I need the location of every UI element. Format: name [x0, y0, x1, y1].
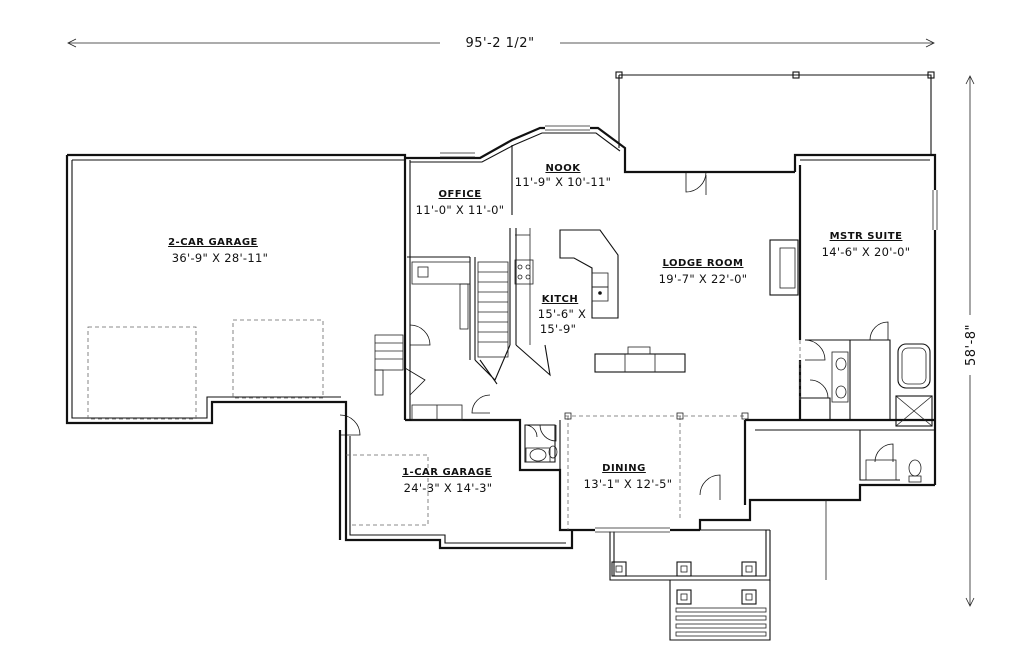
room-labels: 2-CAR GARAGE 36'-9" X 28'-11" OFFICE 11'… — [168, 163, 910, 495]
room-size-nook: 11'-9" X 10'-11" — [515, 175, 611, 189]
exterior-walls — [65, 71, 937, 550]
stairs — [374, 261, 509, 396]
width-dimension: 95'-2 1/2" — [67, 34, 935, 51]
room-name-lodge-room: LODGE ROOM — [663, 258, 744, 269]
interior-walls — [407, 145, 935, 481]
room-name-office: OFFICE — [438, 189, 481, 200]
depth-dimension: 58'-8" — [961, 75, 979, 607]
room-size-dining: 13'-1" X 12'-5" — [584, 477, 673, 491]
room-size-office: 11'-0" X 11'-0" — [416, 203, 505, 217]
room-size-mstr-suite: 14'-6" X 20'-0" — [822, 245, 911, 259]
powder-room-fixtures — [525, 445, 558, 463]
room-name-2-car-garage: 2-CAR GARAGE — [168, 237, 258, 248]
room-size-kitch-1: 15'-6" X — [538, 307, 586, 321]
room-name-mstr-suite: MSTR SUITE — [830, 231, 903, 242]
room-size-kitch-2: 15'-9" — [540, 322, 576, 336]
room-name-dining: DINING — [602, 463, 646, 474]
master-bath-fixtures — [831, 343, 933, 483]
room-name-1-car-garage: 1-CAR GARAGE — [402, 467, 492, 478]
front-porch — [564, 412, 827, 641]
fireplace — [769, 239, 799, 296]
doors — [339, 171, 894, 500]
room-size-1-car-garage: 24'-3" X 14'-3" — [404, 481, 493, 495]
overall-depth-label: 58'-8" — [964, 324, 979, 366]
overall-width-label: 95'-2 1/2" — [465, 36, 534, 51]
dashed-outlines — [87, 319, 801, 530]
windows — [440, 125, 938, 533]
cabinets — [411, 261, 471, 421]
room-name-kitch: KITCH — [542, 294, 579, 305]
room-name-nook: NOOK — [545, 163, 581, 174]
room-size-2-car-garage: 36'-9" X 28'-11" — [172, 251, 268, 265]
room-size-lodge-room: 19'-7" X 22'-0" — [659, 272, 748, 286]
kitchen-fixtures — [514, 228, 686, 373]
